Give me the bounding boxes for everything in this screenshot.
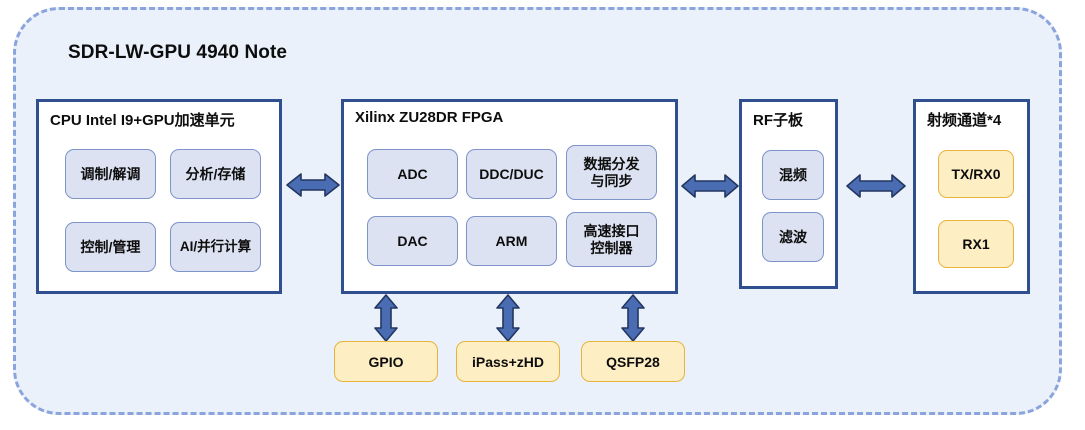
block-rf-board-title: RF子板 xyxy=(753,112,803,129)
fpga-sub-block-adc: ADC xyxy=(367,149,458,199)
arrow-fpga-ipass xyxy=(495,294,521,342)
interface-gpio: GPIO xyxy=(334,341,438,382)
interface-qsfp28: QSFP28 xyxy=(581,341,685,382)
fpga-sub-block-data-distribution-sync: 数据分发 与同步 xyxy=(566,145,657,200)
fpga-sub-block-high-speed-interface-controller: 高速接口 控制器 xyxy=(566,212,657,267)
arrow-fpga-gpio xyxy=(373,294,399,342)
block-rf-channels: 射频通道*4 TX/RX0 RX1 xyxy=(913,99,1030,294)
block-cpu-title: CPU Intel I9+GPU加速单元 xyxy=(50,112,235,129)
block-rf-channels-title: 射频通道*4 xyxy=(927,112,1002,129)
cpu-sub-block-analysis-storage: 分析/存储 xyxy=(170,149,261,199)
rf-board-sub-block-filter: 滤波 xyxy=(762,212,824,262)
interface-ipass-zhd: iPass+zHD xyxy=(456,341,560,382)
cpu-sub-block-ai-parallel: AI/并行计算 xyxy=(170,222,261,272)
fpga-sub-block-ddc-duc: DDC/DUC xyxy=(466,149,557,199)
block-cpu: CPU Intel I9+GPU加速单元 调制/解调 分析/存储 控制/管理 A… xyxy=(36,99,282,294)
arrow-fpga-rf-board xyxy=(680,172,740,200)
arrow-fpga-qsfp28 xyxy=(620,294,646,342)
arrow-rf-board-rf-channels xyxy=(845,172,907,200)
cpu-sub-block-modulation: 调制/解调 xyxy=(65,149,156,199)
arrow-cpu-fpga xyxy=(285,170,341,200)
fpga-sub-block-arm: ARM xyxy=(466,216,557,266)
cpu-sub-block-control-manage: 控制/管理 xyxy=(65,222,156,272)
rf-channel-rx1: RX1 xyxy=(938,220,1014,268)
fpga-sub-block-dac: DAC xyxy=(367,216,458,266)
block-rf-board: RF子板 混频 滤波 xyxy=(739,99,838,289)
rf-channel-tx-rx0: TX/RX0 xyxy=(938,150,1014,198)
block-fpga: Xilinx ZU28DR FPGA ADC DDC/DUC 数据分发 与同步 … xyxy=(341,99,678,294)
rf-board-sub-block-mixer: 混频 xyxy=(762,150,824,200)
diagram-title: SDR-LW-GPU 4940 Note xyxy=(68,42,288,63)
block-fpga-title: Xilinx ZU28DR FPGA xyxy=(355,109,504,126)
